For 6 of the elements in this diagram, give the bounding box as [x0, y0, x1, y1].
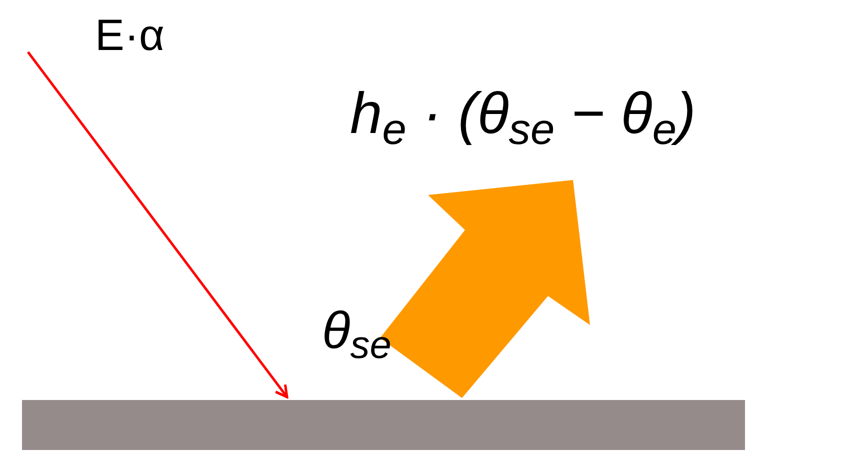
formula-text: h$_{e}$ · (θ$_{se}$ − θ$_{e}$)	[350, 85, 696, 143]
surface-bar	[22, 400, 745, 450]
edge-label: E·α	[95, 14, 164, 58]
thick-arrow	[380, 180, 590, 398]
temperature-label: θ$_{se}$	[322, 305, 392, 357]
arrow	[27, 51, 288, 398]
